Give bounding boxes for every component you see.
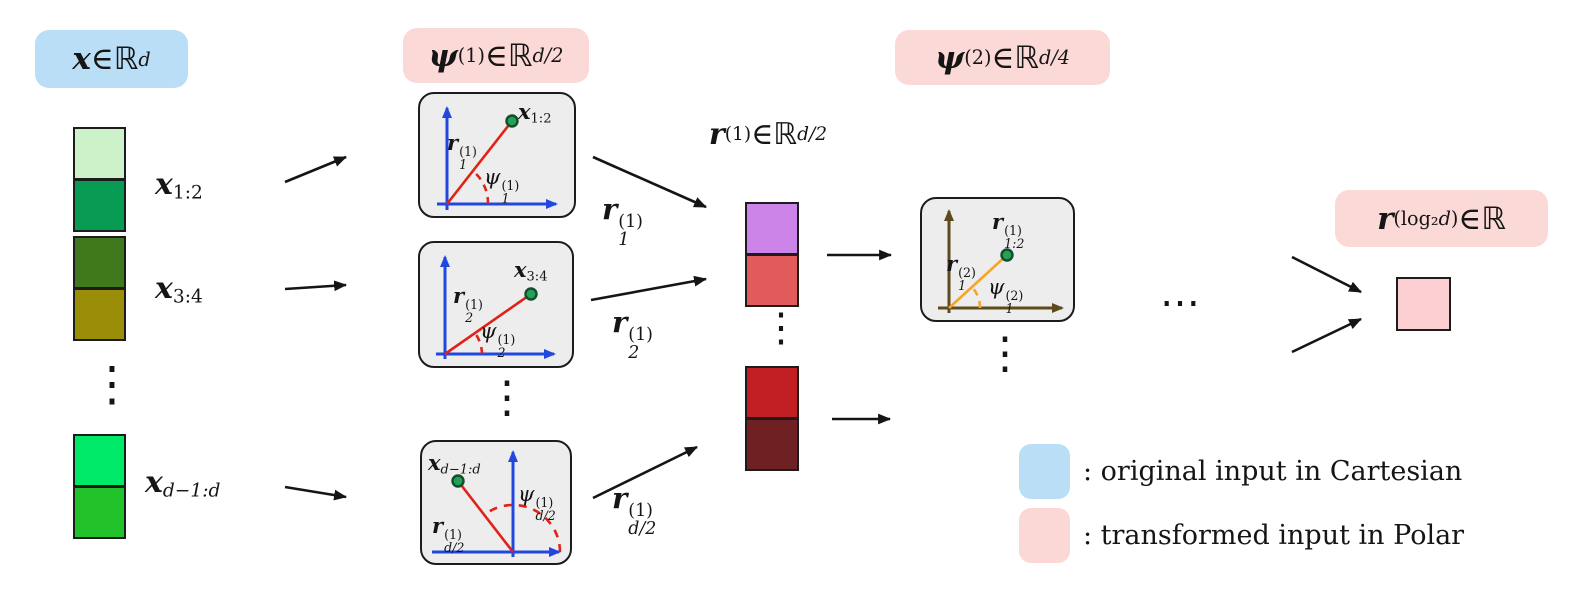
label-x-3-4: x3:4 bbox=[155, 271, 203, 308]
continuation-ellipsis: ⋯ bbox=[1160, 280, 1204, 326]
input-cell-3 bbox=[73, 236, 126, 289]
panel3-point-label: xd−1:d bbox=[428, 450, 481, 478]
angle-arc bbox=[473, 332, 484, 355]
arrow-label-r2: r(1)2 bbox=[612, 305, 653, 363]
arrow-xd-to-panel3 bbox=[284, 485, 348, 501]
data-point bbox=[524, 287, 538, 301]
input-cell-2 bbox=[73, 179, 126, 232]
arrow-upper-to-final bbox=[1291, 255, 1362, 294]
arrow-lower-to-final bbox=[1291, 317, 1362, 354]
radius-ray bbox=[445, 120, 514, 205]
polar-panel-3: xd−1:d ψ(1)d/2 r(1)d/2 bbox=[420, 440, 572, 565]
polar-panel-4: r(1)1:2 r(2)1 ψ(2)1 bbox=[920, 197, 1075, 322]
panel4-radius-label: r(2)1 bbox=[946, 251, 976, 293]
data-point bbox=[451, 474, 465, 488]
data-point bbox=[1000, 248, 1014, 262]
polar-plot-3 bbox=[432, 450, 562, 557]
legend-text-polar: : transformed input in Polar bbox=[1083, 520, 1465, 551]
radius-ray bbox=[948, 254, 1008, 309]
data-point bbox=[505, 114, 519, 128]
r-stack-cell-3 bbox=[745, 366, 799, 419]
r-stack-ellipsis: ⋮ bbox=[761, 305, 801, 351]
radius-ray bbox=[456, 480, 515, 553]
polar-plot-2 bbox=[436, 255, 556, 359]
panel1-point-label: x1:2 bbox=[518, 99, 552, 127]
r-stack-cell-2 bbox=[745, 254, 799, 307]
polar-plot-4 bbox=[938, 209, 1064, 313]
arrow-r1-to-stack bbox=[592, 155, 707, 209]
angle-arc bbox=[483, 503, 562, 553]
arrow-x12-to-panel1 bbox=[284, 155, 348, 184]
panel-column-ellipsis: ⋮ bbox=[485, 372, 529, 423]
panel3-radius-label: r(1)d/2 bbox=[432, 513, 465, 555]
panel2-radius-label: r(1)2 bbox=[453, 283, 483, 325]
input-cell-5 bbox=[73, 434, 126, 487]
label-x-1-2: x1:2 bbox=[155, 167, 203, 204]
r-stack-cell-1 bbox=[745, 202, 799, 255]
panel2-angle-label: ψ(1)2 bbox=[480, 319, 516, 360]
panel2-point-label: x3:4 bbox=[514, 257, 548, 285]
badge-r-log: r(log₂ d) ∈ ℝ bbox=[1335, 190, 1548, 247]
legend-item-cartesian: : original input in Cartesian bbox=[1019, 444, 1462, 499]
panel3-angle-label: ψ(1)d/2 bbox=[518, 482, 556, 523]
panel4-column-ellipsis: ⋮ bbox=[983, 328, 1027, 379]
polar-panel-2: x3:4 r(1)2 ψ(1)2 bbox=[418, 241, 574, 368]
input-cell-1 bbox=[73, 127, 126, 180]
polar-plot-1 bbox=[437, 106, 558, 210]
label-x-d-1-d: xd−1:d bbox=[145, 465, 221, 502]
angle-arc bbox=[970, 286, 982, 309]
input-cell-6 bbox=[73, 486, 126, 539]
angle-arc bbox=[472, 170, 490, 205]
r-stack-cell-4 bbox=[745, 418, 799, 471]
polar-panel-1: x1:2 r(1)1 ψ(1)1 bbox=[418, 92, 576, 218]
legend-item-polar: : transformed input in Polar bbox=[1019, 508, 1464, 563]
radius-ray bbox=[444, 292, 532, 356]
input-cell-4 bbox=[73, 288, 126, 341]
arrow-r2-to-stack bbox=[590, 275, 708, 302]
arrow-label-r1: r(1)1 bbox=[602, 192, 643, 250]
panel4-angle-label: ψ(2)1 bbox=[988, 275, 1024, 316]
legend-text-cartesian: : original input in Cartesian bbox=[1083, 456, 1463, 487]
panel4-point-label: r(1)1:2 bbox=[992, 209, 1025, 251]
legend-swatch-cartesian bbox=[1019, 444, 1070, 499]
input-stack-ellipsis: ⋮ bbox=[88, 356, 136, 412]
final-scalar-cell bbox=[1396, 277, 1451, 331]
arrow-label-rd2: r(1)d/2 bbox=[612, 481, 657, 539]
flow-arrows bbox=[284, 155, 1362, 501]
panel1-radius-label: r(1)1 bbox=[447, 130, 477, 172]
panel1-angle-label: ψ(1)1 bbox=[484, 165, 520, 206]
legend-swatch-polar bbox=[1019, 508, 1070, 563]
arrow-x34-to-panel2 bbox=[284, 280, 348, 292]
arrow-rd2-to-stack bbox=[592, 445, 698, 500]
